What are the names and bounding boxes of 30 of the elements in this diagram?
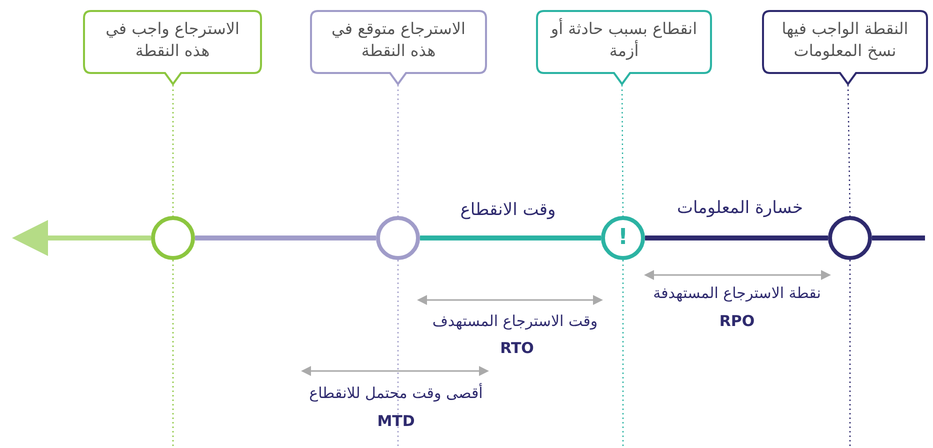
timeline-segment [195,236,376,240]
edge-label: خسارة المعلومات [677,198,803,218]
leader-line [397,85,399,216]
milestone-circle [828,216,872,260]
exclamation-mark: ! [616,225,630,251]
abbreviation-label: RTO [500,339,534,357]
callout-bubble [536,10,712,85]
milestone-circle [376,216,420,260]
dimension-label: وقت الاسترجاع المستهدف [432,312,598,330]
timeline-segment [420,236,601,240]
callout-text: انقطاع بسبب حادثة أو أزمة [549,18,698,62]
callout-text: الاسترجاع واجب في هذه النقطة [104,18,240,62]
timeline-segment [872,236,925,240]
dimension-label: أقصى وقت محتمل للانقطاع [309,384,483,402]
timeline-segment [645,236,828,240]
callout-bubble [83,10,262,85]
abbreviation-label: RPO [719,312,755,330]
callout-bubble [762,10,928,85]
milestone-circle [151,216,195,260]
timeline-arrow [12,220,151,256]
callout-text: النقطة الواجب فيها نسخ المعلومات [780,18,910,62]
leader-line [172,85,174,216]
callout-bubble [310,10,487,85]
edge-label: وقت الانقطاع [460,200,556,220]
leader-line [847,84,851,216]
abbreviation-label: MTD [377,412,415,430]
callout-text: الاسترجاع متوقع في هذه النقطة [330,18,466,62]
dimension-label: نقطة الاسترجاع المستهدفة [653,284,821,302]
leader-line [621,85,624,216]
alert-marker [601,216,645,260]
